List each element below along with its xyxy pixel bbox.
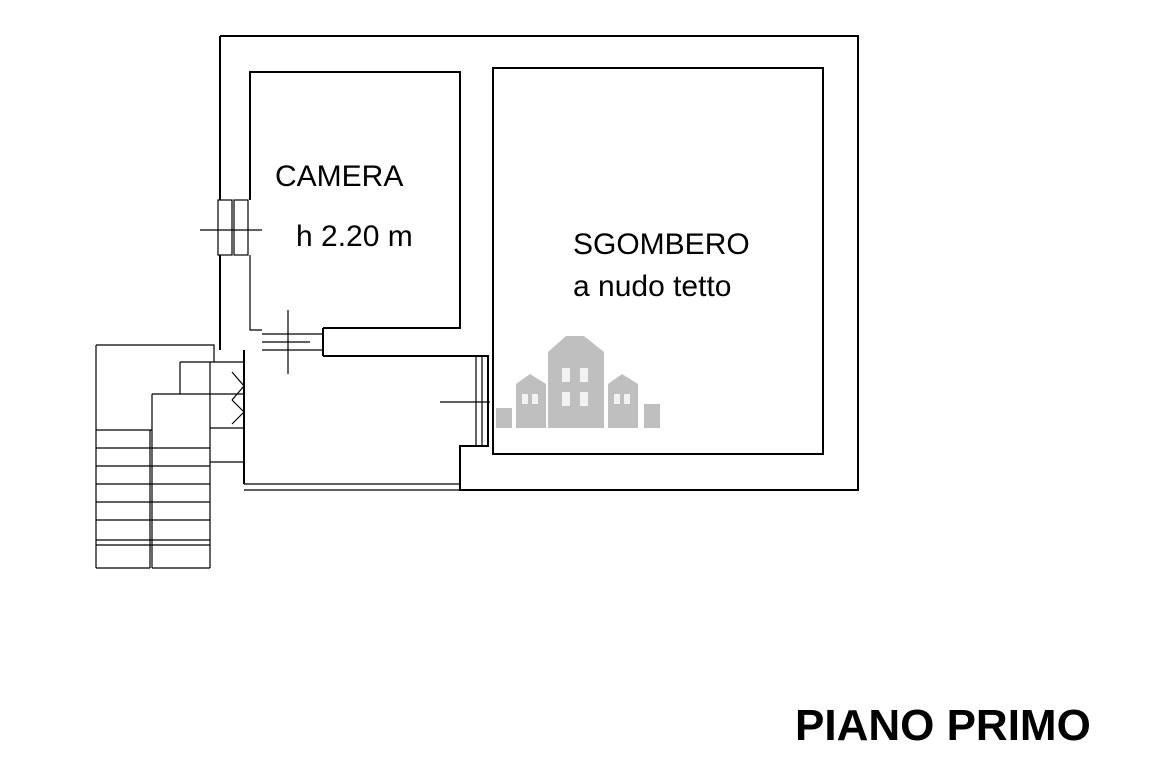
opening-marks bbox=[200, 199, 490, 403]
sgombero-room-label: SGOMBERO bbox=[573, 228, 750, 261]
sgombero-room-walls bbox=[475, 67, 824, 455]
camera-height-label: h 2.20 m bbox=[296, 220, 413, 253]
building-silhouette-icon bbox=[496, 336, 660, 428]
staircase bbox=[95, 344, 245, 569]
camera-room-label: CAMERA bbox=[275, 160, 403, 193]
sgombero-note-label: a nudo tetto bbox=[573, 270, 731, 303]
floor-title: PIANO PRIMO bbox=[795, 701, 1091, 750]
camera-room-walls bbox=[249, 71, 461, 356]
